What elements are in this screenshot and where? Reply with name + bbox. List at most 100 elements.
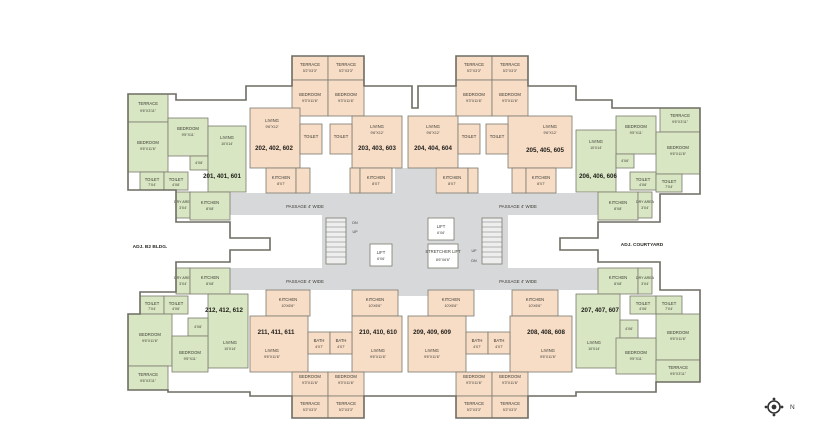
terrace-label: TERRACE	[138, 101, 158, 106]
unit-number: 212, 412, 612	[205, 307, 243, 314]
ante-dim: 4'X6'	[195, 161, 203, 165]
lift-label: LIFT	[377, 250, 386, 255]
dry-area-dim: 3'X4'	[641, 206, 649, 210]
living-dim: 9'6"X11'6"	[424, 355, 441, 359]
toilet-label: TOILET	[145, 301, 160, 306]
ante-dim: 4'X6'	[194, 325, 202, 329]
terrace-dim: 5'2"X3'3"	[503, 69, 518, 73]
bath-dim: 4'X7'	[495, 345, 503, 349]
adjacent-courtyard-label: ADJ. COURTYARD	[621, 242, 664, 248]
toilet-label: TOILET	[462, 134, 477, 139]
kitchen-label: KITCHEN	[366, 297, 384, 302]
bedroom-dim: 9'3"X11'6"	[338, 99, 355, 103]
lift-label: LIFT	[437, 224, 446, 229]
living-label: LIVING	[589, 139, 603, 144]
dry-area-label: DRY AREA	[636, 276, 655, 280]
toilet-dim: 7'X4'	[665, 307, 673, 311]
living-dim: 10'X14'	[224, 347, 236, 351]
unit-number: 204, 404, 604	[414, 145, 452, 152]
bedroom-dim: 9'3"X11'6"	[302, 381, 319, 385]
toilet-label: TOILET	[334, 134, 349, 139]
terrace-label: TERRACE	[336, 401, 356, 406]
dry-area-dim: 3'X4'	[179, 206, 187, 210]
bedroom-label: BEDROOM	[625, 124, 647, 129]
unit-number: 205, 405, 605	[526, 147, 564, 154]
kitchen-dim: 8'X7'	[372, 182, 380, 186]
toilet-dim: 7'X4'	[148, 183, 156, 187]
living-dim: 9'6"X12'	[370, 131, 383, 135]
kitchen-label: KITCHEN	[609, 275, 627, 280]
terrace-label: TERRACE	[500, 62, 520, 67]
passage-label: PASSAGE 4' WIDE	[286, 279, 324, 284]
unit-number: 203, 403, 603	[358, 145, 396, 152]
living-label: LIVING	[265, 118, 279, 123]
unit-201: TERRACE 9'6"X3'11" BEDROOM 9'6"X11'6" BE…	[127, 93, 247, 221]
kitchen-label: KITCHEN	[201, 200, 219, 205]
terrace-label: TERRACE	[300, 401, 320, 406]
unit-202: TERRACE 5'2"X3'3" BEDROOM 9'3"X11'6" LIV…	[249, 55, 329, 194]
dry-area-dim: 3'X4'	[641, 282, 649, 286]
toilet-label: TOILET	[145, 177, 160, 182]
bedroom-label: BEDROOM	[139, 332, 161, 337]
right-lift: LIFT 6'X6'	[427, 217, 455, 241]
dry-area-label: DRY AREA	[636, 200, 655, 204]
bath-label: BATH	[494, 338, 505, 343]
toilet-dim: 7'X4'	[665, 185, 673, 189]
living-dim: 10'X14'	[588, 347, 600, 351]
unit-210: KITCHEN 10'X6'6" 210, 410, 610 LIVING 9'…	[327, 289, 403, 419]
unit-207: KITCHEN 8'X8' DRY AREA 3'X4' 207, 407, 6…	[575, 267, 701, 383]
kitchen-label: KITCHEN	[367, 175, 385, 180]
bedroom-label: BEDROOM	[499, 92, 521, 97]
bedroom-dim: 9'3"X11'6"	[338, 381, 355, 385]
passage-label: PASSAGE 4' WIDE	[499, 204, 537, 209]
bedroom-label: BEDROOM	[179, 350, 201, 355]
toilet-dim: 7'X4'	[148, 307, 156, 311]
toilet-label: TOILET	[636, 301, 651, 306]
bedroom-dim: 9'3"X11'6"	[502, 381, 519, 385]
stretcher-lift-label: STRETCHER LIFT	[425, 249, 461, 254]
toilet-label: TOILET	[662, 301, 677, 306]
kitchen-label: KITCHEN	[442, 297, 460, 302]
living-dim: 10'X14'	[221, 142, 233, 146]
ante-dim: 4'X6'	[625, 327, 633, 331]
unit-number: 202, 402, 602	[255, 145, 293, 152]
terrace-dim: 5'2"X3'3"	[467, 69, 482, 73]
bedroom-dim: 9'3"X11'6"	[302, 99, 319, 103]
unit-205: TERRACE 5'2"X3'3" BEDROOM 9'3"X11'6" LIV…	[485, 55, 573, 194]
up-label: UP	[353, 230, 359, 234]
unit-number: 210, 410, 610	[359, 329, 397, 336]
terrace-label: TERRACE	[464, 401, 484, 406]
terrace-dim: 5'2"X3'3"	[467, 408, 482, 412]
living-dim: 9'6"X12'	[426, 131, 439, 135]
unit-203: LIVING 9'6"X12' 203, 403, 603 TOILET KIT…	[329, 115, 403, 194]
living-label: LIVING	[370, 124, 384, 129]
up-label: UP	[472, 249, 478, 253]
living-dim: 9'6"X11'6"	[540, 355, 557, 359]
unit-212: DRY AREA 3'X4' KITCHEN 8'X8' TOILET 7'X4…	[127, 267, 249, 391]
living-label: LIVING	[220, 135, 234, 140]
toilet-label: TOILET	[169, 301, 184, 306]
kitchen-dim: 10'X6'6"	[281, 304, 295, 308]
living-label: LIVING	[541, 348, 555, 353]
terrace-label: TERRACE	[668, 365, 688, 370]
kitchen-label: KITCHEN	[609, 200, 627, 205]
adjacent-building-label: ADJ. B2 BLDG.	[133, 244, 168, 250]
living-label: LIVING	[587, 340, 601, 345]
bedroom-dim: 9'6"X11'6"	[670, 152, 687, 156]
bedroom-label: BEDROOM	[667, 145, 689, 150]
terrace-dim: 9'6"X3'11"	[670, 372, 687, 376]
dry-area-dim: 3'X4'	[179, 282, 187, 286]
kitchen-label: KITCHEN	[279, 297, 297, 302]
living-dim: 9'6"X11'6"	[264, 355, 281, 359]
terrace-dim: 9'6"X3'11"	[672, 120, 689, 124]
bedroom-dim: 9'3"X11'6"	[466, 381, 483, 385]
bedroom-label: BEDROOM	[463, 92, 485, 97]
unit-number: 206, 406, 606	[579, 173, 617, 180]
kitchen-dim: 10'X6'6"	[528, 304, 542, 308]
terrace-label: TERRACE	[336, 62, 356, 67]
unit-204: TERRACE 5'2"X3'3" BEDROOM 9'3"X11'6" LIV…	[407, 55, 493, 194]
unit-number: 211, 411, 611	[258, 329, 295, 336]
unit-number: 209, 409, 609	[413, 329, 451, 336]
living-label: LIVING	[543, 124, 557, 129]
living-dim: 10'X14'	[590, 146, 602, 150]
